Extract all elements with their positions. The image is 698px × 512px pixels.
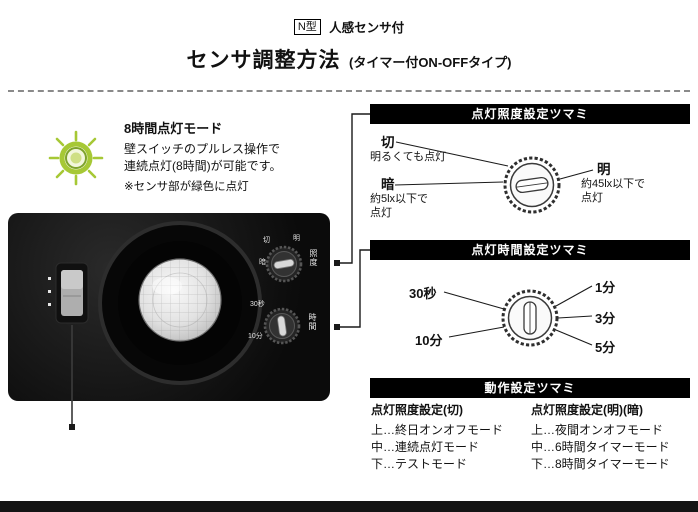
type-badge: N型 [293,18,321,35]
time-diagram-slot [523,301,537,335]
leader-5m [555,329,593,346]
led-glow-rays [48,130,104,186]
switch-tick-down [48,303,51,306]
led-core [70,152,82,164]
title-row: センサ調整方法 (タイマー付ON-OFFタイプ) [0,44,698,74]
illuminance-bright-desc-2: 点灯 [581,192,603,204]
connector-illuminance-dot [334,260,340,266]
time-diagram-face [507,295,553,341]
connector-time-dot [334,324,340,330]
connector-switch-dot [69,424,75,430]
led-mode-body-1: 壁スイッチのプルレス操作で [124,142,281,156]
operation-col-off-heading: 点灯照度設定(切) [371,403,463,417]
device-dial-illuminance-label: 照度 [309,249,318,267]
illuminance-diagram-slot [515,176,549,194]
operation-col-bright-dark: 点灯照度設定(明)(暗) 上…夜間オンオフモード 中…6時間タイマーモード 下…… [531,401,696,473]
leader-3m [557,315,593,319]
page-subtitle: (タイマー付ON-OFFタイプ) [348,55,512,70]
pir-dome-rim [138,258,222,342]
illuminance-bright-label: 明 [597,162,611,177]
time-3m-label: 3分 [595,311,616,326]
time-30s-label: 30秒 [409,286,437,301]
device-mark-30s: 30秒 [250,301,265,308]
sensor-photo-graphic [48,221,303,401]
section-header-time: 点灯時間設定ツマミ [370,240,690,260]
leader-1m [555,285,593,307]
dashed-divider [8,90,690,92]
green-led-icon [48,130,104,186]
operation-col-bright-dark-heading: 点灯照度設定(明)(暗) [531,403,643,417]
device-mark-10m: 10分 [248,333,263,340]
section-header-operation: 動作設定ツマミ [370,378,690,398]
device-dial-time-label: 時間 [308,313,317,331]
illuminance-diagram-slot-line [516,182,548,188]
illuminance-off-desc: 明るくても点灯 [370,151,447,163]
illuminance-diagram-face [509,162,555,208]
operation-col-bright-dark-row-3: 下…8時間タイマーモード [531,457,670,471]
operation-col-bright-dark-row-2: 中…6時間タイマーモード [531,440,670,454]
leader-10m [448,326,505,338]
device-mark-off: 切 [263,237,270,244]
led-mode-body-2: 連続点灯(8時間)が可能です。 [124,159,282,173]
illuminance-dial-diagram [503,156,561,214]
switch-tick-up [48,277,51,280]
operation-col-bright-dark-row-1: 上…夜間オンオフモード [531,423,664,437]
illuminance-diagram-teeth [503,156,561,214]
led-inner-ring [65,147,87,169]
operation-col-off-row-3: 下…テストモード [371,457,468,471]
time-dial-diagram [501,289,559,347]
leader-dark [394,181,504,186]
section-header-illuminance: 点灯照度設定ツマミ [370,104,690,124]
led-mode-heading: 8時間点灯モード [124,121,223,136]
pir-dome-facets [139,259,221,341]
connector-time [337,249,370,328]
pir-dome-line-1 [152,272,208,328]
time-1m-label: 1分 [595,280,616,295]
device-mark-bright: 明 [293,235,300,242]
device-mark-dark: 暗 [259,259,266,266]
page-title: センサ調整方法 [186,49,341,72]
switch-tick-mid [48,290,51,293]
led-mode-note: 8時間点灯モード 壁スイッチのプルレス操作で 連続点灯(8時間)が可能です。 ※… [124,118,364,194]
illuminance-dark-label: 暗 [381,177,395,192]
operation-col-off-row-1: 上…終日オンオフモード [371,423,504,437]
illuminance-bright-desc-1: 約45lx以下で [581,178,646,190]
pir-dome-highlight [152,277,182,295]
led-mode-caution: ※センサ部が緑色に点灯 [124,181,249,193]
type-label: 人感センサ付 [329,21,405,35]
time-dial-slot [277,315,287,337]
time-dial [263,307,301,345]
bottom-black-bar [0,501,698,512]
sensor-product-photo: 切 明 暗 照度 30秒 10分 時間 [8,213,330,401]
function-switch [55,262,89,324]
switch-lever-top [61,270,83,289]
illuminance-dial-slot [273,258,295,270]
illuminance-dark-desc-1: 約5lx以下で [370,193,429,205]
time-5m-label: 5分 [595,340,616,355]
operation-col-off-row-2: 中…連続点灯モード [371,440,480,454]
time-10m-label: 10分 [415,333,443,348]
illuminance-dial [265,245,303,283]
leader-30s [443,291,505,310]
type-row: N型 人感センサ付 [0,17,698,36]
time-diagram-teeth [501,289,559,347]
operation-col-off: 点灯照度設定(切) 上…終日オンオフモード 中…連続点灯モード 下…テストモード [371,401,536,473]
illuminance-dark-desc-2: 点灯 [370,207,392,219]
illuminance-off-label: 切 [381,135,395,150]
